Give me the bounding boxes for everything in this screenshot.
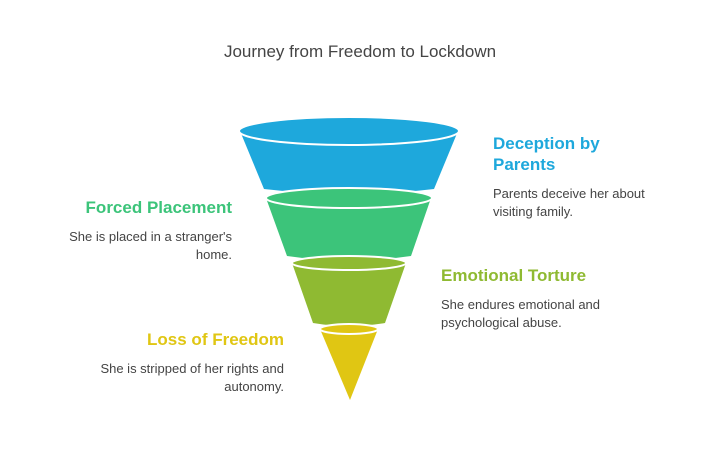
stage-description: Parents deceive her about visiting famil… <box>493 186 645 219</box>
funnel-layer-1-rim <box>238 116 460 146</box>
stage-description: She endures emotional and psychological … <box>441 297 601 330</box>
stage-heading: Emotional Torture <box>441 266 587 285</box>
funnel-layer-3 <box>291 255 407 326</box>
funnel-layer-4-body <box>320 329 378 400</box>
stage-deception-by-parents: Deception by Parents Parents deceive her… <box>493 133 663 221</box>
stage-loss-of-freedom: Loss of Freedom She is stripped of her r… <box>60 329 284 396</box>
funnel-layer-1 <box>238 116 460 194</box>
funnel-layer-2 <box>265 187 433 261</box>
stage-description: She is placed in a stranger's home. <box>69 229 232 262</box>
funnel-layer-4-rim <box>319 323 379 335</box>
stage-description: She is stripped of her rights and autono… <box>100 361 284 394</box>
funnel-layer-2-rim <box>265 187 433 209</box>
stage-emotional-torture: Emotional Torture She endures emotional … <box>441 265 641 332</box>
stage-heading: Forced Placement <box>85 198 232 217</box>
diagram-title: Journey from Freedom to Lockdown <box>223 42 497 61</box>
stage-heading: Loss of Freedom <box>147 330 284 349</box>
funnel-layer-3-body <box>292 263 406 326</box>
stage-forced-placement: Forced Placement She is placed in a stra… <box>40 197 232 264</box>
funnel-layer-1-body <box>240 131 458 194</box>
funnel-layer-3-rim <box>291 255 407 271</box>
funnel-layer-2-body <box>266 198 431 261</box>
funnel-layer-4 <box>319 323 379 400</box>
stage-heading: Deception by Parents <box>493 134 600 174</box>
